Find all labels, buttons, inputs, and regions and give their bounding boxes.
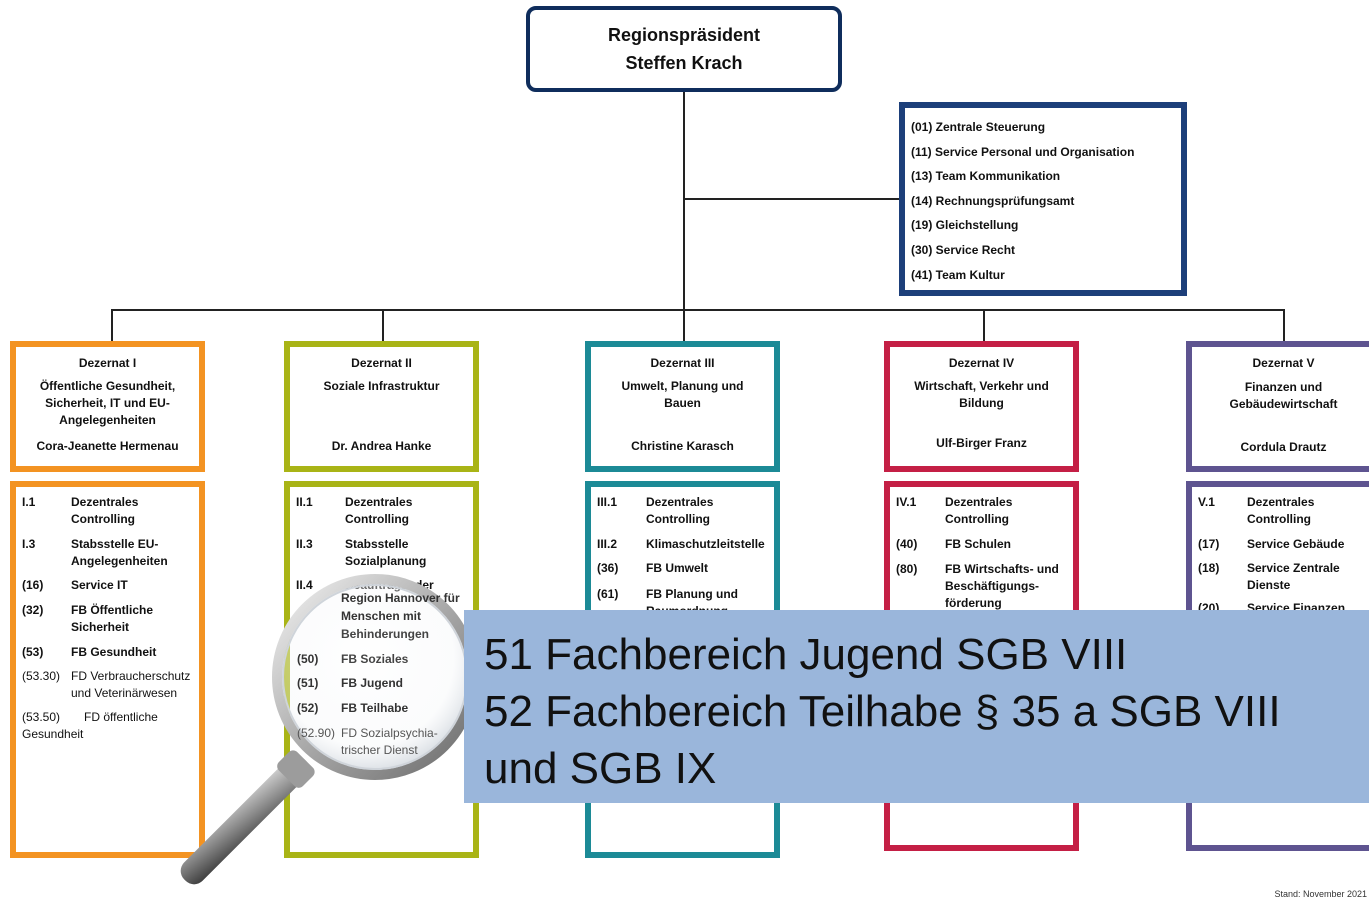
magnified-content: Region Hannover für Menschen mit Behinde… [289,580,469,780]
connector-d4 [983,309,985,342]
dezernat-1-box: Dezernat I Öffentliche Gesundheit, Siche… [10,341,205,472]
magnified-unit: FD Sozialpsychia-trischer Dienst [341,726,438,757]
unit-label: Dezentrales Controlling [345,495,413,526]
unit-code: III.2 [597,537,618,551]
unit-code: I.3 [22,537,36,551]
dezernat-subject: Soziale Infrastruktur [323,379,440,393]
staff-item: (01) Zentrale Steuerung [911,120,1046,134]
dezernat-head: Cordula Drautz [1240,440,1327,454]
dezernat-2-box: Dezernat II Soziale Infrastruktur Dr. An… [284,341,479,472]
unit-code: II.3 [296,537,313,551]
unit-code: (61) [597,587,619,601]
dezernat-subject: Wirtschaft, Verkehr und Bildung [914,379,1049,410]
callout-overlay: 51 Fachbereich Jugend SGB VIII 52 Fachbe… [464,610,1369,803]
callout-line: und SGB IX [484,744,717,793]
unit-code: (53.50) [22,710,61,724]
unit-code: (80) [896,562,918,576]
dezernat-1-units: I.1 Dezentrales Controlling I.3 Stabsstell… [10,481,205,858]
magnifier-icon [180,574,478,885]
connector-horizontal [111,309,1285,311]
unit-code: I.1 [22,495,36,509]
staff-item: (11) Service Personal und Organisation [911,144,1135,159]
dezernat-3-box: Dezernat III Umwelt, Planung und Bauen C… [585,341,780,472]
unit-label: Service Gebäude [1247,537,1345,551]
magnified-code: (52.90) [297,726,336,740]
staff-item: (13) Team Kommunikation [911,169,1061,184]
unit-label: FD öffentliche Gesundheit [22,710,158,741]
unit-label: Dezentrales Controlling [71,495,139,526]
connector-vertical-main [683,92,685,310]
footer-date: Stand: November 2021 [1274,889,1367,899]
dezernat-subject: Umwelt, Planung und Bauen [621,379,744,410]
connector-staff [684,198,899,200]
magnified-unit: FB Jugend [341,676,403,690]
unit-label: Service IT [71,578,128,592]
top-name: Steffen Krach [625,53,743,73]
dezernat-5-box: Dezernat V Finanzen und Gebäudewirtschaf… [1186,341,1369,472]
unit-label: FB Wirtschafts- und Beschäftigungs-förde… [945,562,1059,610]
staff-item: (19) Gleichstellung [911,218,1019,233]
dezernat-title: Dezernat I [78,356,137,370]
dezernat-head: Ulf-Birger Franz [936,436,1027,450]
top-title: Regionspräsident [607,25,761,45]
dezernat-subject: Finanzen und Gebäudewirtschaft [1229,380,1338,411]
dezernat-4-box: Dezernat IV Wirtschaft, Verkehr und Bild… [884,341,1079,472]
magnified-unit: FB Soziales [341,652,409,666]
unit-label: Klimaschutzleitstelle [646,537,765,551]
magnified-code: (52) [297,701,319,715]
dezernat-head: Christine Karasch [631,439,734,453]
unit-code: (40) [896,537,918,551]
staff-item: (30) Service Recht [911,242,1016,257]
unit-label: Stabsstelle Sozialplanung [345,537,427,568]
staff-item: (14) Rechnungsprüfungsamt [911,193,1075,208]
unit-label: FB Öffentliche Sicherheit [71,603,154,634]
unit-label: FB Schulen [945,537,1012,551]
unit-code: (53) [22,645,44,659]
dezernat-title: Dezernat III [650,356,715,370]
connector-d3 [683,309,685,342]
unit-code: V.1 [1198,495,1215,509]
callout-line: 52 Fachbereich Teilhabe § 35 a SGB VIII [484,687,1281,736]
magnified-label-line: Region Hannover für [341,591,460,605]
unit-label: FB Gesundheit [71,645,157,659]
unit-label: Service Zentrale Dienste [1247,561,1340,592]
unit-label: Dezentrales Controlling [945,495,1013,526]
unit-code: IV.1 [896,495,917,509]
staff-units-box: (01) Zentrale Steuerung (11) Service Per… [899,102,1187,296]
unit-label: FD Verbraucherschutz und Veterinärwesen [71,669,191,700]
dezernat-head: Dr. Andrea Hanke [331,439,432,453]
magnified-label-line: Menschen mit [341,609,422,623]
unit-label: Dezentrales Controlling [1247,495,1315,526]
magnified-code: (50) [297,652,319,666]
unit-code: III.1 [597,495,618,509]
staff-item: (41) Team Kultur [911,267,1005,282]
magnified-label-line: Behinderungen [341,627,430,641]
unit-label: FB Umwelt [646,561,709,575]
dezernat-title: Dezernat V [1252,356,1315,370]
callout-line: 51 Fachbereich Jugend SGB VIII [484,630,1128,679]
unit-code: (18) [1198,561,1220,575]
unit-code: (17) [1198,537,1220,551]
magnified-unit: FB Teilhabe [341,701,409,715]
unit-code: (16) [22,578,44,592]
unit-code: (36) [597,561,619,575]
magnified-code: (51) [297,676,319,690]
regionspraesident-box: Regionspräsident Steffen Krach [526,6,842,92]
dezernat-title: Dezernat IV [948,356,1015,370]
unit-code: II.1 [296,495,313,509]
dezernat-head: Cora-Jeanette Hermenau [36,439,179,453]
unit-code: II.4 [296,578,313,592]
connector-d2 [382,309,384,342]
unit-code: (53.30) [22,669,61,683]
connector-d1 [111,309,113,342]
unit-label: Stabsstelle EU-Angelegenheiten [71,537,168,568]
dezernat-title: Dezernat II [351,356,412,370]
connector-d5 [1283,309,1285,342]
dezernat-subject: Öffentliche Gesundheit, Sicherheit, IT u… [39,379,176,427]
unit-label: Dezentrales Controlling [646,495,714,526]
unit-code: (32) [22,603,44,617]
